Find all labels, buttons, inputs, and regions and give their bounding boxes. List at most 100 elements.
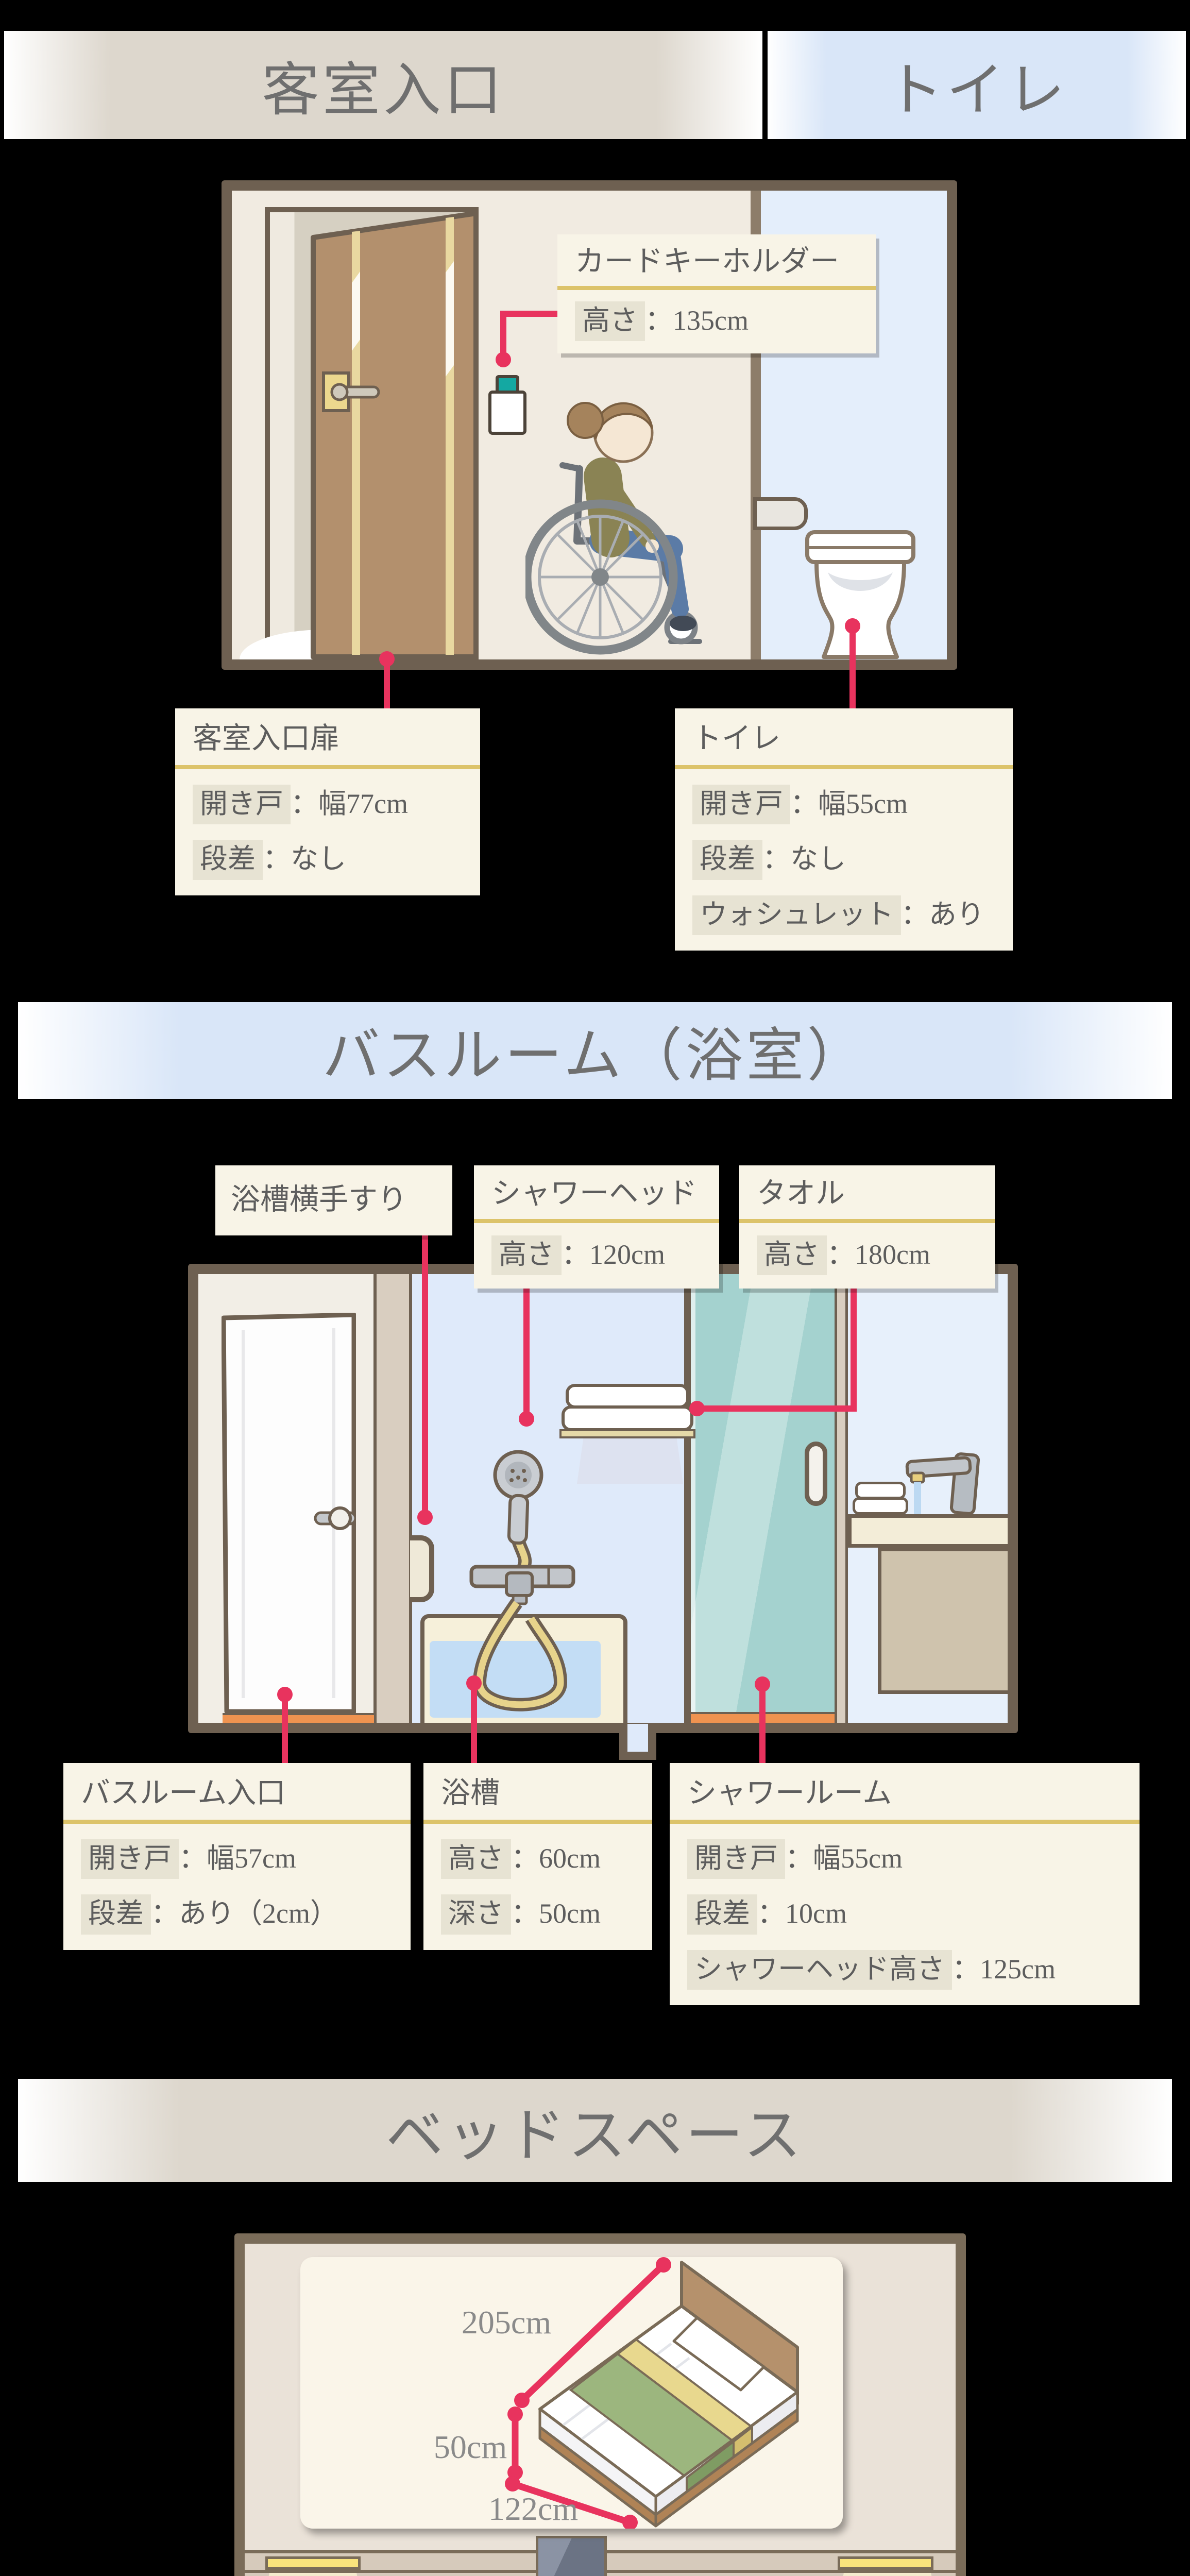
toilet-paper-holder (753, 497, 808, 530)
bathroom-entrance-row1-value: ：幅57cm (179, 1842, 296, 1874)
shower-room-row2-value: ：10cm (757, 1898, 847, 1929)
cardkey-connector-line (500, 311, 557, 317)
bathroom-entrance-row1-key: 開き戸 (81, 1839, 179, 1879)
shower-room-wall-line (684, 1274, 691, 1723)
bathroom-entry-door (222, 1313, 356, 1714)
wheelchair-wheel (525, 499, 678, 655)
bed-width-text: 122cm (488, 2490, 578, 2527)
bathtub-label: 浴槽 高さ：60cm 深さ：50cm (423, 1763, 652, 1950)
dimension-line-width (505, 2476, 638, 2529)
towel-row-key: 高さ (757, 1235, 827, 1276)
cardkey-row-value: ：135cm (645, 304, 749, 336)
shower-head-unit (469, 1450, 575, 1711)
bathtub-row1-key: 高さ (441, 1839, 511, 1879)
cardkey-connector-line-v (500, 311, 506, 353)
entrance-door-connector-line (384, 664, 390, 710)
bed-dimension-card: 205cm 50cm 122cm (300, 2257, 843, 2529)
toilet-row2-value: ：なし (762, 843, 846, 875)
entrance-door-row2-value: ：なし (263, 843, 346, 875)
bathroom-entrance-row2-value: ：あり（2cm） (151, 1898, 338, 1929)
bathroom-entrance-connector-line (282, 1700, 288, 1764)
cardkey-label-title: カードキーホルダー (575, 245, 839, 278)
shower-hose (472, 1599, 568, 1711)
shower-room-label-title: シャワールーム (687, 1777, 892, 1809)
bathtub (420, 1614, 627, 1723)
shower-room-marker-dot (755, 1676, 770, 1692)
cardkey-label-rule (557, 285, 876, 290)
shower-room-row2-key: 段差 (687, 1894, 757, 1935)
shower-room-row1-value: ：幅55cm (785, 1842, 903, 1874)
shower-head-marker-dot (519, 1411, 534, 1427)
sink-cabinet (878, 1548, 1008, 1694)
toilet-label: トイレ 開き戸：幅55cm 段差：なし ウォシュレット：あり (675, 708, 1013, 951)
cardkey-label: カードキーホルダー 高さ：135cm (557, 234, 876, 354)
bathtub-row2-value: ：50cm (511, 1898, 601, 1929)
toilet-row3-key: ウォシュレット (692, 895, 901, 936)
bed-length-text: 205cm (462, 2304, 551, 2341)
bed-height-text: 50cm (434, 2429, 507, 2465)
bathtub-row2-key: 深さ (441, 1894, 511, 1935)
dimension-line-height (507, 2406, 523, 2480)
entrance-door-row2-key: 段差 (193, 840, 263, 880)
bathroom-drain-notch (619, 1724, 656, 1760)
grab-bar-label-title: 浴槽横手すり (231, 1183, 407, 1216)
towel-shelf-bar (559, 1429, 695, 1438)
shower-head-label: シャワーヘッド 高さ：120cm (474, 1165, 719, 1289)
section-header-toilet-text: トイレ (886, 59, 1068, 123)
bathtub-grab-bar (410, 1535, 434, 1602)
water-stream (914, 1482, 921, 1514)
section-header-bed: ベッドスペース (18, 2079, 1172, 2182)
towel-stack-top (566, 1384, 689, 1409)
shower-room-row3-value: ：125cm (952, 1953, 1056, 1985)
cardkey-row-key: 高さ (575, 301, 645, 342)
shower-head-connector-line (523, 1288, 530, 1413)
bed-isometric-diagram: 205cm 50cm 122cm (434, 2257, 799, 2529)
towel-connector-line-h (696, 1405, 857, 1412)
wall-lamp-right (838, 2556, 933, 2570)
shower-door-handle (805, 1442, 827, 1506)
entry-door-handle (328, 1506, 352, 1530)
section-header-entrance-text: 客室入口 (262, 59, 505, 123)
bathroom-entrance-label: バスルーム入口 開き戸：幅57cm 段差：あり（2cm） (63, 1763, 411, 1950)
toilet (805, 530, 915, 659)
bathroom-entrance-marker-dot (277, 1687, 293, 1702)
sink-towel-2 (853, 1497, 908, 1515)
section-header-bathroom-text: バスルーム（浴室） (322, 1024, 868, 1088)
towel-label-rule (739, 1218, 995, 1223)
entrance-door-leaf (311, 211, 479, 659)
towel-connector-line-v (851, 1288, 857, 1409)
shower-head-label-title: シャワーヘッド (491, 1177, 697, 1210)
section-header-toilet: トイレ (768, 31, 1186, 139)
section-header-bathroom: バスルーム（浴室） (18, 1002, 1172, 1099)
shower-head-row-value: ：120cm (562, 1239, 665, 1270)
toilet-label-rule (675, 765, 1013, 769)
toilet-row1-key: 開き戸 (692, 784, 790, 825)
entrance-door-label: 客室入口扉 開き戸：幅77cm 段差：なし (175, 708, 480, 895)
shower-head-label-rule (474, 1218, 719, 1223)
glass-highlight (691, 1274, 695, 1723)
bathtub-marker-dot (466, 1675, 482, 1691)
bathroom-entrance-label-title: バスルーム入口 (81, 1777, 286, 1809)
bathtub-label-title: 浴槽 (441, 1777, 500, 1809)
toilet-row1-value: ：幅55cm (790, 788, 908, 819)
entrance-door-label-title: 客室入口扉 (193, 722, 339, 755)
lamp-light-cone-left (252, 2573, 373, 2576)
entrance-door-row1-key: 開き戸 (193, 784, 291, 825)
shower-room-connector-line (759, 1691, 766, 1764)
shower-head-row-key: 高さ (491, 1235, 562, 1276)
bathroom-entrance-label-rule (63, 1819, 411, 1824)
grab-bar-marker-dot (417, 1510, 433, 1525)
tv-screen (536, 2536, 607, 2576)
toilet-marker-dot (845, 618, 860, 634)
entry-threshold (223, 1713, 374, 1723)
entrance-door-label-rule (175, 765, 480, 769)
toilet-row2-key: 段差 (692, 840, 762, 880)
bed-pillow (672, 2316, 766, 2392)
toilet-row3-value: ：あり (900, 899, 984, 930)
shower-room-label: シャワールーム 開き戸：幅55cm 段差：10cm シャワーヘッド高さ：125c… (670, 1763, 1140, 2006)
toilet-label-title: トイレ (692, 722, 780, 755)
towel-shelf-shadow (577, 1438, 683, 1484)
entrance-door-row1-value: ：幅77cm (291, 788, 408, 819)
bathroom-entrance-row2-key: 段差 (81, 1894, 151, 1935)
wheelchair-user (525, 402, 702, 655)
